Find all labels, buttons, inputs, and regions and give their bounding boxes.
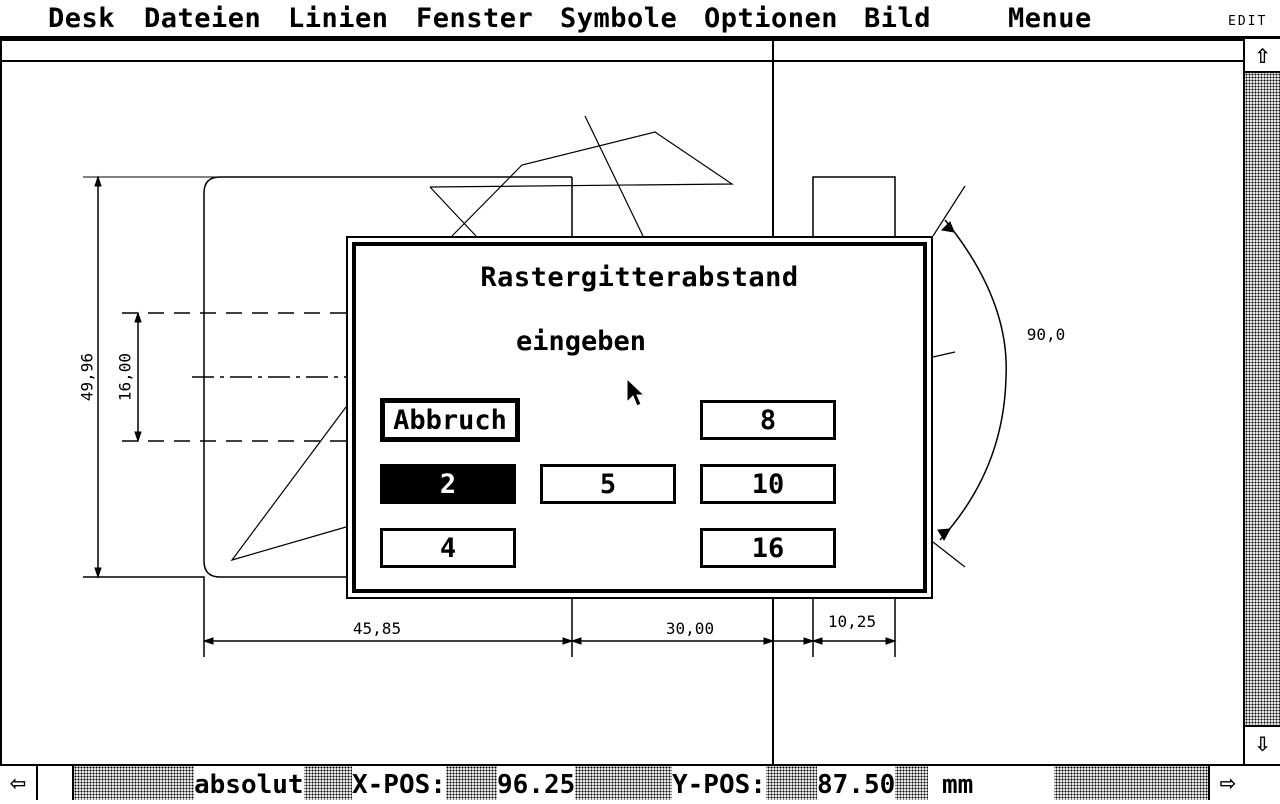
x-pos-value: 96.25: [497, 766, 576, 800]
x-pos-label: X-POS:: [352, 766, 446, 800]
menu-bar: Desk Dateien Linien Fenster Symbole Opti…: [0, 0, 1280, 39]
arrow-up-icon[interactable]: ⇧: [1254, 44, 1271, 68]
dim-width-right: 10,25: [828, 612, 876, 631]
menu-desk[interactable]: Desk: [48, 3, 116, 34]
coordinate-mode: absolut: [194, 766, 304, 800]
menu-dateien[interactable]: Dateien: [144, 3, 262, 34]
dialog-title: Rastergitterabstand: [480, 262, 799, 293]
grid-16-button[interactable]: 16: [700, 528, 836, 568]
y-pos-value: 87.50: [817, 766, 896, 800]
menu-linien[interactable]: Linien: [288, 3, 389, 34]
arrow-right-icon[interactable]: ⇨: [1208, 766, 1246, 800]
vertical-scroll-track[interactable]: [1245, 71, 1280, 727]
status-bar: ⇦ ⇨ absolut X-POS: 96.25 Y-POS: 87.50 mm: [0, 764, 1280, 802]
grid-2-button[interactable]: 2: [380, 464, 516, 504]
dim-angle: 90,0: [1027, 325, 1066, 344]
vertical-scrollbar[interactable]: ⇧ ⇩: [1243, 39, 1280, 764]
mouse-pointer-icon: [626, 378, 646, 407]
menu-menue[interactable]: Menue: [1008, 3, 1092, 34]
menu-symbole[interactable]: Symbole: [560, 3, 678, 34]
dim-width-middle: 30,00: [666, 619, 714, 638]
abbruch-button[interactable]: Abbruch: [380, 398, 520, 442]
grid-10-button[interactable]: 10: [700, 464, 836, 504]
dim-height-total: 49,96: [78, 353, 97, 401]
grid-spacing-dialog: Rastergitterabstand eingeben Abbruch 8 2…: [346, 236, 933, 599]
dim-width-left: 45,85: [353, 619, 401, 638]
menu-fenster[interactable]: Fenster: [416, 3, 534, 34]
drawing-canvas[interactable]: 49,96 16,00 45,85 30,00 10,25 90,0: [0, 39, 1243, 764]
dim-height-inner: 16,00: [116, 353, 135, 401]
menu-bild[interactable]: Bild: [864, 3, 932, 34]
unit-label: mm: [928, 766, 1054, 800]
arrow-down-icon[interactable]: ⇩: [1254, 732, 1271, 756]
dialog-subtitle: eingeben: [516, 326, 647, 357]
grid-5-button[interactable]: 5: [540, 464, 676, 504]
dialog-frame: Rastergitterabstand eingeben: [352, 242, 927, 593]
arrow-left-icon[interactable]: ⇦: [0, 766, 38, 800]
edit-indicator: EDIT: [1228, 14, 1268, 29]
grid-4-button[interactable]: 4: [380, 528, 516, 568]
grid-8-button[interactable]: 8: [700, 400, 836, 440]
menu-optionen[interactable]: Optionen: [704, 3, 839, 34]
y-pos-label: Y-POS:: [672, 766, 766, 800]
